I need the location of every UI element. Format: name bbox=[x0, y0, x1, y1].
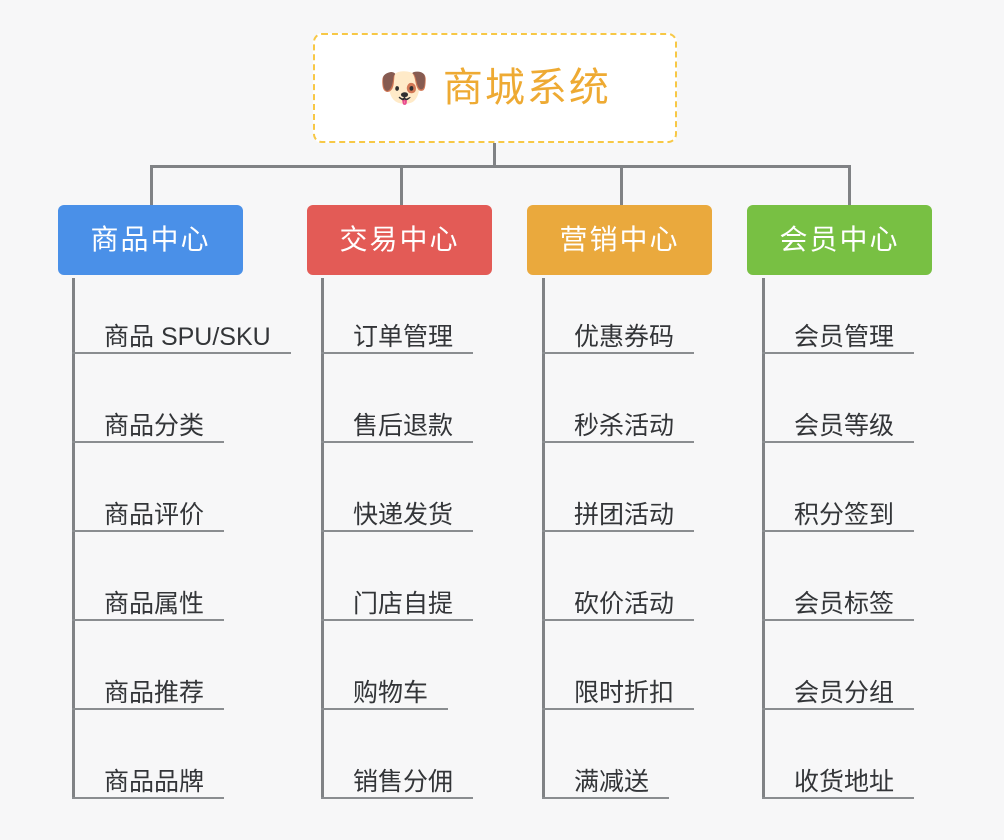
leaf-item[interactable]: 商品 SPU/SKU bbox=[72, 308, 291, 354]
leaf-item[interactable]: 秒杀活动 bbox=[542, 397, 694, 443]
leaf-item[interactable]: 商品分类 bbox=[72, 397, 224, 443]
leaf-item[interactable]: 限时折扣 bbox=[542, 664, 694, 710]
connector-drop-product-center bbox=[150, 165, 153, 205]
leaf-item[interactable]: 订单管理 bbox=[321, 308, 473, 354]
leaf-item[interactable]: 砍价活动 bbox=[542, 575, 694, 621]
leaf-item[interactable]: 会员管理 bbox=[762, 308, 914, 354]
leaf-item-label: 满减送 bbox=[574, 767, 650, 796]
leaf-item-label: 拼团活动 bbox=[574, 500, 675, 529]
connector-drop-trade-center bbox=[400, 165, 403, 205]
leaf-item[interactable]: 满减送 bbox=[542, 753, 669, 799]
leaf-item-label: 商品 SPU/SKU bbox=[104, 322, 271, 351]
leaf-item[interactable]: 优惠券码 bbox=[542, 308, 694, 354]
leaf-item[interactable]: 积分签到 bbox=[762, 486, 914, 532]
leaf-item-label: 优惠券码 bbox=[574, 322, 675, 351]
leaf-item[interactable]: 商品品牌 bbox=[72, 753, 224, 799]
branch-header-member-center[interactable]: 会员中心 bbox=[747, 205, 932, 275]
root-title: 商城系统 bbox=[442, 66, 611, 110]
leaf-item-label: 门店自提 bbox=[353, 589, 454, 618]
leaf-item-label: 商品属性 bbox=[104, 589, 205, 618]
leaf-item-label: 限时折扣 bbox=[574, 678, 675, 707]
leaf-item[interactable]: 商品属性 bbox=[72, 575, 224, 621]
leaf-item-label: 快递发货 bbox=[353, 500, 454, 529]
leaf-item[interactable]: 门店自提 bbox=[321, 575, 473, 621]
leaf-item-label: 收货地址 bbox=[794, 767, 895, 796]
leaf-item[interactable]: 拼团活动 bbox=[542, 486, 694, 532]
leaf-item[interactable]: 会员等级 bbox=[762, 397, 914, 443]
leaf-item-label: 会员分组 bbox=[794, 678, 895, 707]
leaf-item[interactable]: 商品推荐 bbox=[72, 664, 224, 710]
leaf-item[interactable]: 会员分组 bbox=[762, 664, 914, 710]
leaf-item-label: 积分签到 bbox=[794, 500, 895, 529]
leaf-item[interactable]: 销售分佣 bbox=[321, 753, 473, 799]
leaf-item-label: 商品分类 bbox=[104, 411, 205, 440]
leaf-item-label: 售后退款 bbox=[353, 411, 454, 440]
connector-root-stem bbox=[493, 143, 496, 168]
branch-spine bbox=[72, 278, 75, 799]
leaf-item-label: 销售分佣 bbox=[353, 767, 454, 796]
leaf-item-label: 会员标签 bbox=[794, 589, 895, 618]
root-node[interactable]: 🐶 商城系统 bbox=[313, 33, 677, 143]
leaf-item-label: 砍价活动 bbox=[574, 589, 675, 618]
branch-header-label: 会员中心 bbox=[779, 224, 900, 255]
leaf-item[interactable]: 会员标签 bbox=[762, 575, 914, 621]
branch-header-trade-center[interactable]: 交易中心 bbox=[307, 205, 492, 275]
branch-header-label: 营销中心 bbox=[559, 224, 680, 255]
connector-drop-marketing-center bbox=[620, 165, 623, 205]
branch-header-product-center[interactable]: 商品中心 bbox=[58, 205, 243, 275]
leaf-item[interactable]: 收货地址 bbox=[762, 753, 914, 799]
connector-horizontal-bar bbox=[150, 165, 851, 168]
leaf-item[interactable]: 购物车 bbox=[321, 664, 448, 710]
branch-spine bbox=[762, 278, 765, 799]
connector-drop-member-center bbox=[848, 165, 851, 205]
dog-face-icon: 🐶 bbox=[379, 66, 429, 110]
leaf-item-label: 会员管理 bbox=[794, 322, 895, 351]
branch-header-label: 交易中心 bbox=[339, 224, 460, 255]
leaf-item[interactable]: 商品评价 bbox=[72, 486, 224, 532]
branch-header-label: 商品中心 bbox=[90, 224, 211, 255]
leaf-item[interactable]: 售后退款 bbox=[321, 397, 473, 443]
branch-header-marketing-center[interactable]: 营销中心 bbox=[527, 205, 712, 275]
branch-spine bbox=[321, 278, 324, 799]
leaf-item-label: 会员等级 bbox=[794, 411, 895, 440]
leaf-item-label: 购物车 bbox=[353, 678, 429, 707]
leaf-item[interactable]: 快递发货 bbox=[321, 486, 473, 532]
branch-spine bbox=[542, 278, 545, 799]
leaf-item-label: 订单管理 bbox=[353, 322, 454, 351]
leaf-item-label: 商品推荐 bbox=[104, 678, 205, 707]
leaf-item-label: 商品品牌 bbox=[104, 767, 205, 796]
leaf-item-label: 商品评价 bbox=[104, 500, 205, 529]
leaf-item-label: 秒杀活动 bbox=[574, 411, 675, 440]
